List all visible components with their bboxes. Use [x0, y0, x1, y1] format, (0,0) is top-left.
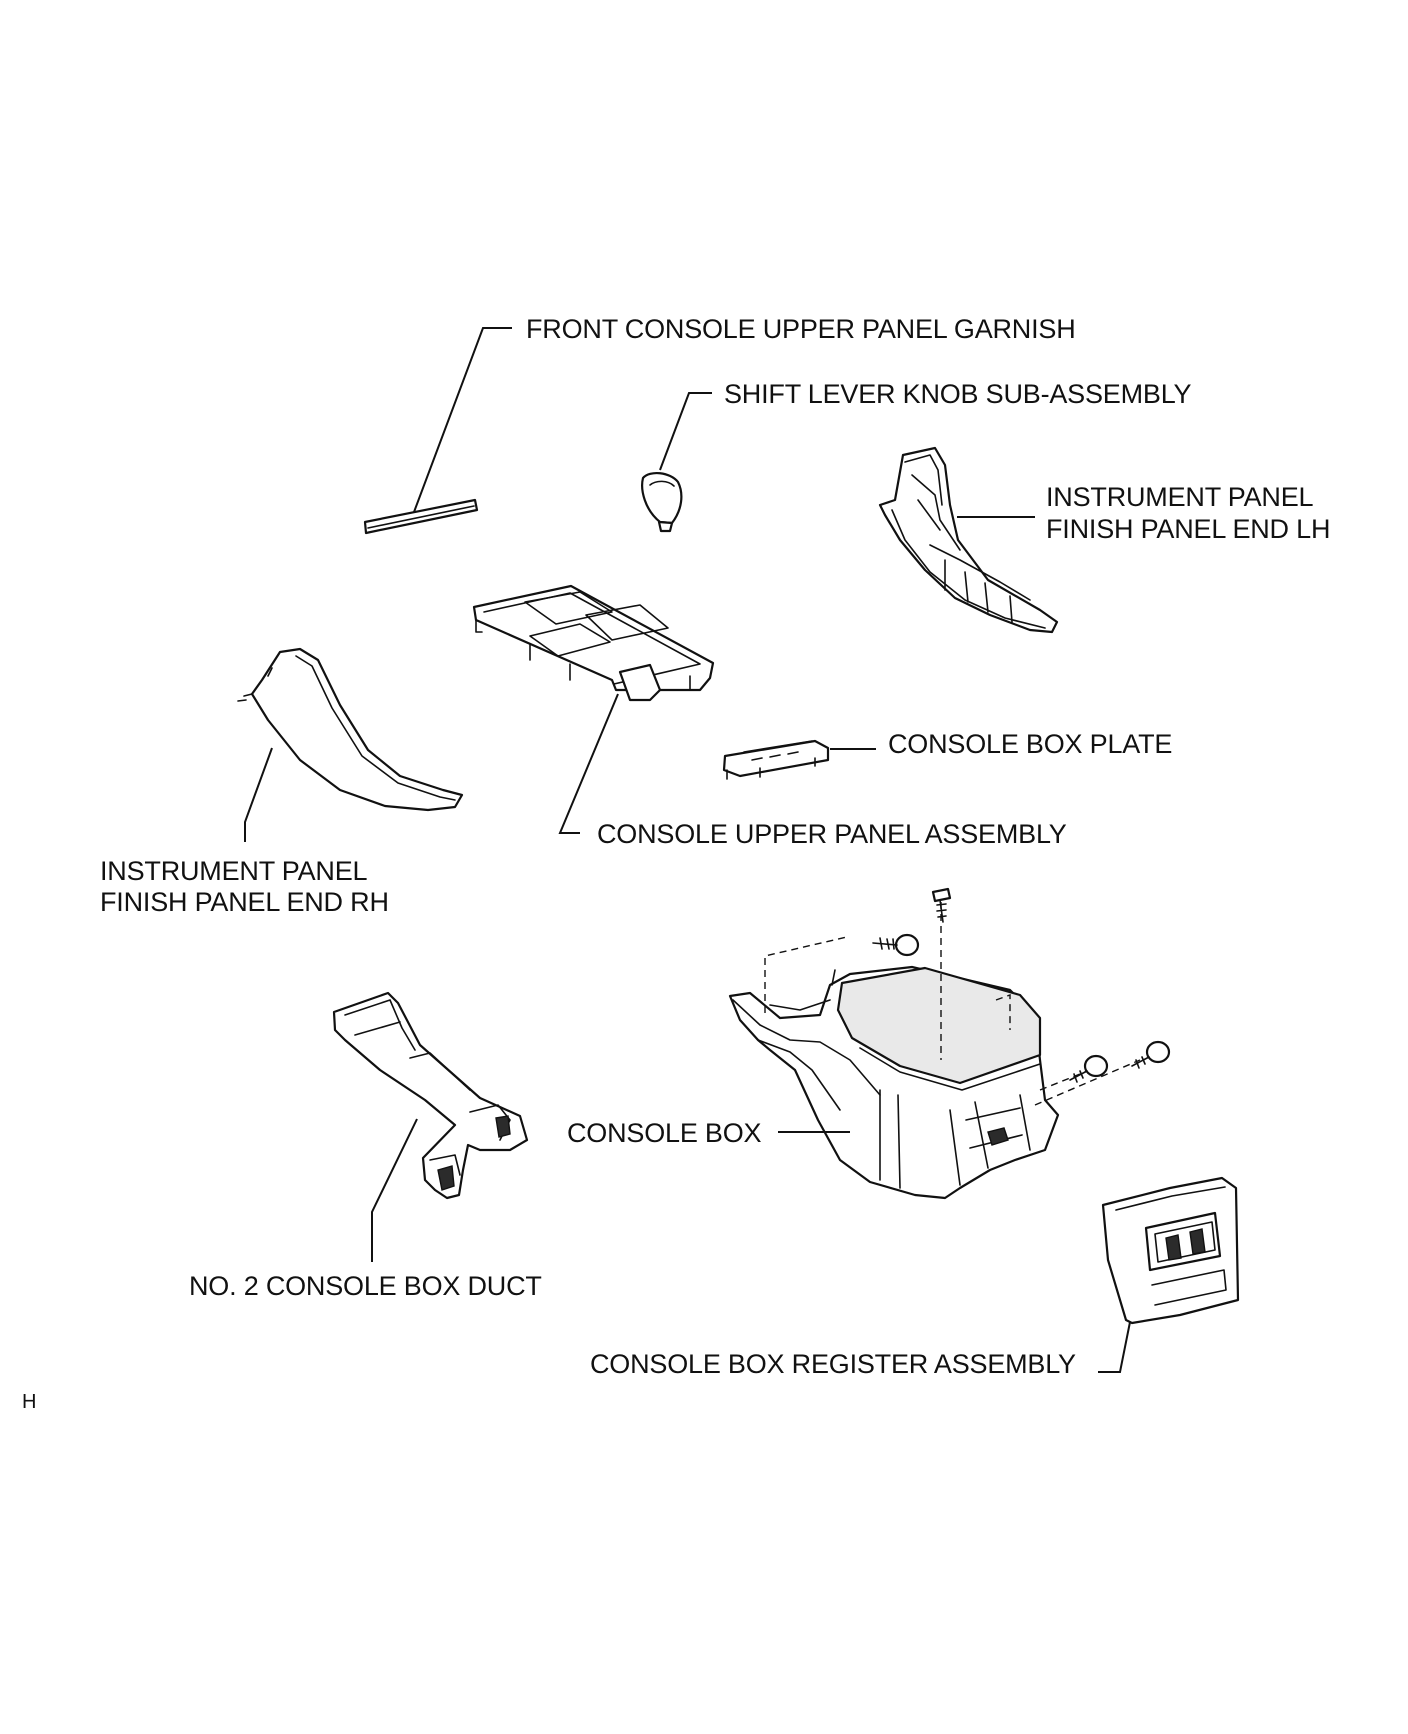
console-box-screw-lower-2 [1131, 1040, 1171, 1069]
instrument-panel-finish-panel-end-rh [237, 647, 464, 812]
label-panel-end-lh-line1: INSTRUMENT PANEL [1046, 482, 1314, 512]
corner-mark: H [22, 1391, 36, 1413]
front-console-upper-panel-garnish [363, 498, 479, 535]
label-no2-console-box-duct: NO. 2 CONSOLE BOX DUCT [189, 1271, 542, 1301]
knob-leader-line [659, 392, 712, 471]
upper-panel-leader-line [558, 693, 619, 834]
label-console-box-plate: CONSOLE BOX PLATE [888, 729, 1172, 759]
console-upper-panel-assembly [472, 584, 715, 702]
label-panel-end-lh-line2: FINISH PANEL END LH [1046, 514, 1330, 544]
console-box [728, 965, 1060, 1200]
label-panel-end-rh-line1: INSTRUMENT PANEL [100, 856, 368, 886]
panel-end-rh-leader-line [244, 747, 273, 842]
label-shift-lever-knob: SHIFT LEVER KNOB SUB-ASSEMBLY [724, 379, 1192, 409]
shift-lever-knob [641, 472, 683, 533]
console-box-plate [722, 739, 830, 780]
label-front-console-upper-panel-garnish: FRONT CONSOLE UPPER PANEL GARNISH [526, 314, 1076, 344]
duct-leader-line [371, 1118, 418, 1262]
label-console-box: CONSOLE BOX [567, 1118, 762, 1148]
register-leader-line [1098, 1321, 1131, 1373]
label-console-box-register-assembly: CONSOLE BOX REGISTER ASSEMBLY [590, 1349, 1076, 1379]
console-box-screw-upper [872, 933, 920, 957]
console-box-register-assembly [1101, 1176, 1240, 1325]
console-box-bolt-top [931, 887, 952, 923]
label-panel-end-rh-line2: FINISH PANEL END RH [100, 887, 389, 917]
no2-console-box-duct [332, 991, 529, 1200]
instrument-panel-finish-panel-end-lh [878, 446, 1059, 634]
label-console-upper-panel-assembly: CONSOLE UPPER PANEL ASSEMBLY [597, 819, 1067, 849]
garnish-leader-line [413, 327, 512, 513]
console-box-screw-lower-1 [1069, 1054, 1109, 1083]
